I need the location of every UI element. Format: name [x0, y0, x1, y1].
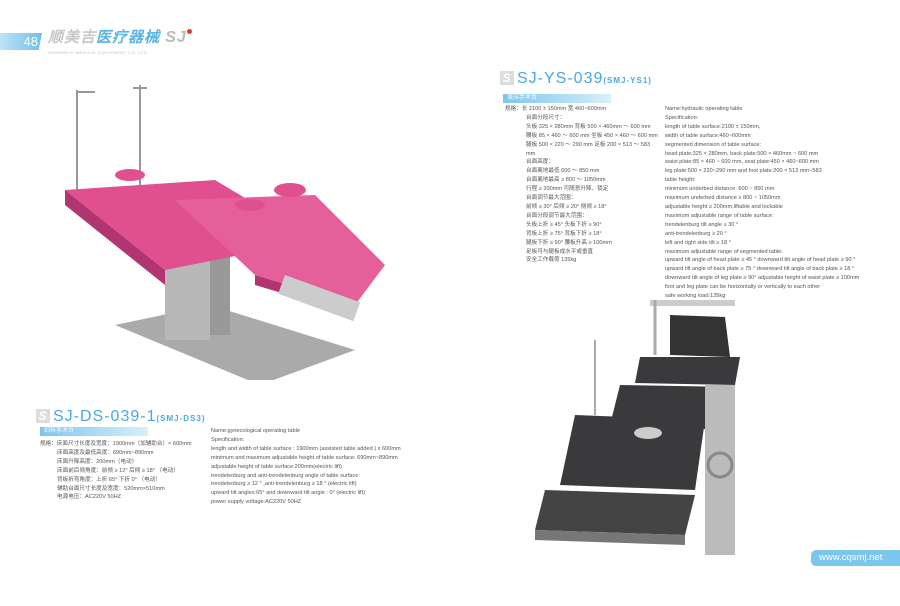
brand-name-blue: 医疗器械	[96, 29, 161, 46]
spec-line: 台面离地最低 600 ～ 850 mm	[526, 168, 600, 175]
spec-line: trendelenburg tilt angle ≥ 30 °	[665, 221, 739, 228]
spec-line: safe working load:135kg	[665, 293, 726, 300]
spec-line: 规格：长 2100 ± 150mm 宽 460~600mm	[505, 106, 607, 112]
category-bar: 液压手术台	[503, 94, 611, 103]
spec-line: 腿板下折 ≥ 90° 腰板升高 ≥ 100mm	[526, 239, 612, 246]
spec-line: segmented dimension of table surface:	[665, 141, 762, 148]
spec-line: 台面调节最大范围：	[526, 195, 577, 202]
brand-logo: 顺美吉医疗器械 SJ	[48, 29, 192, 47]
spec-line: 电源电压：AC220V 50HZ	[57, 494, 122, 501]
spec-line: 行程 ≥ 200mm 可随意升降、锁定	[526, 186, 609, 193]
category-bar: 妇科手术台	[40, 427, 148, 436]
spec-line: 台面离地最高 ≥ 800 ～ 1050mm	[526, 177, 606, 184]
spec-line: 腰板 85 × 460 ～ 600 mm 坐板 450 × 460 ～ 600 …	[526, 132, 658, 139]
model-code: (SMJ-YS1)	[603, 76, 652, 85]
logo-dot-icon	[186, 29, 192, 34]
model-number: SJ-DS-039-1	[53, 408, 157, 425]
model-number: SJ-YS-039	[517, 70, 604, 87]
spec-cn-right: 规格：长 2100 ± 150mm 宽 460~600mm 台面分段尺寸： 头板 3…	[505, 105, 660, 265]
spec-line: maximum underbed distance ≥ 800 ~ 1050mm	[665, 195, 781, 202]
spec-line: minimum underbed distance: 600 ~ 850 mm	[665, 186, 775, 193]
logo-mark: SJ	[165, 29, 187, 46]
spec-line: length and width of table surface : 1900…	[211, 445, 401, 452]
spec-line: upward tilt angle of back plate ≥ 75 ° d…	[665, 266, 855, 273]
spec-line: anti-trendelenburg ≥ 20 °	[665, 230, 727, 237]
spec-line: upward tilt angle of head plate ≥ 45 ° d…	[665, 257, 856, 264]
spec-line: 头板上折 ≥ 45° 头板下折 ≥ 90°	[526, 221, 602, 228]
spec-line: power supply voltage:AC220V 50HZ	[211, 499, 302, 506]
spec-line: 安全工作载荷 135kg	[526, 257, 577, 264]
spec-line: Specification:	[211, 436, 245, 443]
logo-s-icon: S	[36, 409, 50, 423]
model-code: (SMJ-DS3)	[156, 414, 206, 423]
spec-cn-left: 规格：床面尺寸长度及宽度：1900mm（加辅助台）× 600mm 床面高度及最低高…	[40, 440, 206, 502]
spec-line: length of table surface:2100 ± 150mm,	[665, 123, 761, 130]
spec-line: width of table surface:460~600mm	[665, 132, 751, 139]
spec-line: maximum adjustable range of table surfac…	[665, 212, 774, 219]
spec-line: table height:	[665, 177, 696, 184]
page-number: 48	[0, 33, 42, 50]
website-url[interactable]: www.cqsmj.net	[811, 550, 900, 566]
spec-line: left and right side tilt ≥ 18 °	[665, 239, 731, 246]
spec-line: head plate:325 × 280mm, back plate:500 ×…	[665, 150, 819, 157]
spec-line: minimum and maximum adjustable height of…	[211, 454, 398, 461]
spec-line: 规格：床面尺寸长度及宽度：1900mm（加辅助台）× 600mm	[40, 441, 192, 447]
spec-line: 前倾 ≥ 30° 后倾 ≥ 20° 侧倾 ≥ 18°	[526, 203, 607, 210]
spec-line: waist plate:85 × 460 ~ 600 mm, seat plat…	[665, 159, 819, 166]
spec-line: adjustable height of table surface:200mm…	[211, 463, 342, 470]
spec-line: 台面分段调节最大范围：	[526, 212, 588, 219]
spec-line: 床面升降高度：200mm（电动）	[57, 458, 138, 465]
spec-line: Name:hydraulic operating table	[665, 106, 743, 112]
spec-line: 头板 325 × 280mm 背板 500 × 460mm ～ 600 mm	[526, 123, 651, 130]
spec-line: trendelenburg and anti-trendelenburg ang…	[211, 472, 360, 479]
spec-line: 足板可与腿板成水平或垂直	[526, 248, 594, 255]
spec-line: Name:gynecological operating table	[211, 428, 300, 434]
spec-line: leg plate:500 × 220~290 mm and foot plat…	[665, 168, 822, 175]
spec-line: trendelenburg ≥ 12 ° ,anti-trendelenburg…	[211, 481, 357, 488]
spec-line: upward tilt angles:65° and downward tilt…	[211, 490, 366, 497]
spec-line: 背板折弯角度：上折 65° 下折 0° （电动）	[57, 476, 161, 483]
brand-name: 顺美吉	[48, 29, 97, 46]
hydraulic-table-image	[535, 300, 740, 555]
spec-line: maximum adjustable range of segmented ta…	[665, 248, 783, 255]
gynecological-table-image	[65, 85, 385, 380]
spec-line: 台面分段尺寸：	[526, 114, 566, 121]
spec-line: 腿板 500 × 220 ～ 290 mm 足板 200 × 513 ～ 583…	[526, 141, 651, 157]
spec-line: 台面高度：	[526, 159, 554, 166]
spec-line: 床面前后倾角度：前倾 ≥ 12° 后倾 ≥ 18° （电动）	[57, 467, 179, 474]
spec-line: adjustable height ≥ 200mm,liftable and l…	[665, 203, 783, 210]
spec-line: Specification:	[665, 114, 699, 121]
spec-line: 背板上折 ≥ 75° 背板下折 ≥ 18°	[526, 230, 602, 237]
spec-line: 辅助台面尺寸长度及宽度：520mm×510mm	[57, 485, 165, 492]
spec-line: 床面高度及最低高度：690mm~890mm	[57, 449, 154, 456]
spec-line: downward tilt angle of leg plate ≥ 90° a…	[665, 275, 860, 282]
spec-line: foot and leg plate can be horizontally o…	[665, 284, 821, 291]
brand-english: SHUNMEIJI MEDICAL EQUIPMENT CO.,LTD	[48, 50, 148, 55]
logo-s-icon: S	[500, 71, 514, 85]
